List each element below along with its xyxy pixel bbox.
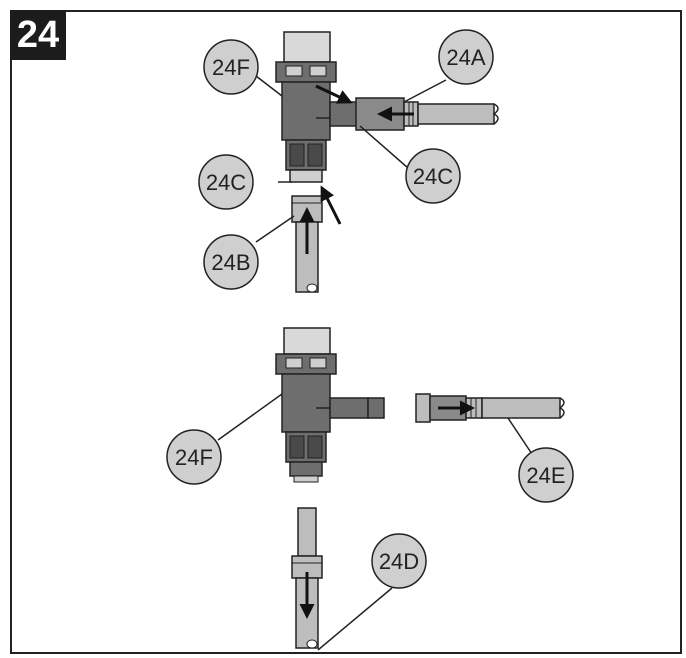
bottom-tube xyxy=(291,507,323,649)
callout-24e: 24E xyxy=(518,447,574,503)
callout-24b: 24B xyxy=(203,234,259,290)
diagram-frame: 24F 24A 24C 24C 24B 24F 24E 24D xyxy=(10,10,682,654)
callout-label: 24A xyxy=(446,45,485,70)
callout-24c-left: 24C xyxy=(198,154,254,210)
callout-label: 24E xyxy=(526,463,565,488)
top-assembly xyxy=(275,31,499,293)
callout-label: 24D xyxy=(379,549,419,574)
callout-label: 24F xyxy=(212,55,250,80)
callout-label: 24C xyxy=(206,170,246,195)
figure-number-badge: 24 xyxy=(10,10,66,60)
callout-label: 24C xyxy=(413,164,453,189)
callout-label: 24F xyxy=(175,445,213,470)
callout-24f-top: 24F xyxy=(203,39,259,95)
callout-24a: 24A xyxy=(438,29,494,85)
callout-24c-right: 24C xyxy=(405,148,461,204)
callout-label: 24B xyxy=(211,250,250,275)
callout-24f-bottom: 24F xyxy=(166,429,222,485)
callout-24d: 24D xyxy=(371,533,427,589)
middle-assembly xyxy=(275,327,565,483)
